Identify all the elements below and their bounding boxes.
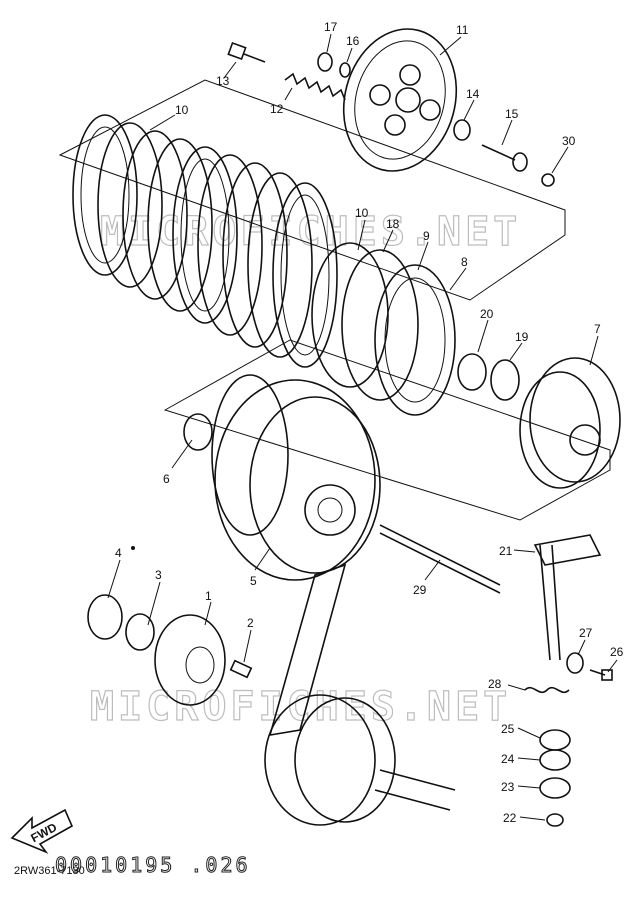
return-spring bbox=[524, 686, 570, 694]
pressure-plate bbox=[342, 28, 458, 172]
callout-3: 3 bbox=[155, 568, 162, 582]
oil-seal-25 bbox=[539, 729, 571, 751]
assembly-frame-upper bbox=[58, 79, 566, 301]
callout-7: 7 bbox=[594, 322, 601, 336]
callout-22: 22 bbox=[503, 811, 517, 825]
callout-5: 5 bbox=[250, 574, 257, 588]
callout-30: 30 bbox=[562, 134, 576, 148]
crankshaft bbox=[264, 563, 456, 826]
callout-19: 19 bbox=[515, 330, 529, 344]
washer bbox=[339, 62, 351, 78]
friction-plate-8 bbox=[374, 264, 456, 416]
push-rod bbox=[379, 524, 501, 594]
callout-8: 8 bbox=[461, 255, 468, 269]
callout-20: 20 bbox=[480, 307, 494, 321]
callout-17: 17 bbox=[324, 20, 338, 34]
lock-washer-19 bbox=[490, 359, 520, 401]
oil-seal-4 bbox=[87, 594, 123, 640]
clutch-spring bbox=[284, 72, 346, 101]
callout-4: 4 bbox=[115, 546, 122, 560]
callout-14: 14 bbox=[466, 87, 480, 101]
nut bbox=[317, 52, 333, 72]
callout-labels: 1 2 3 4 5 6 7 8 9 10 10 11 12 13 14 15 1 bbox=[107, 20, 624, 825]
drawing-code: 2RW361-7130 bbox=[14, 865, 85, 877]
callout-29: 29 bbox=[413, 583, 427, 597]
callout-28: 28 bbox=[488, 677, 502, 691]
callout-10-upper: 10 bbox=[175, 103, 189, 117]
push-rod-adjuster bbox=[481, 144, 528, 172]
callout-23: 23 bbox=[501, 780, 515, 794]
callout-10-lower: 10 bbox=[355, 206, 369, 220]
thrust-washer bbox=[183, 413, 213, 451]
bearing-23 bbox=[539, 777, 571, 799]
washer-27 bbox=[566, 652, 584, 674]
plate-number: 00010195 .026 bbox=[55, 853, 251, 877]
fwd-arrow-icon: FWD bbox=[10, 808, 74, 854]
callout-13: 13 bbox=[216, 74, 230, 88]
watermark-top: MICROFICHES.NET bbox=[100, 209, 521, 255]
callout-12: 12 bbox=[270, 102, 284, 116]
callout-15: 15 bbox=[505, 107, 519, 121]
lock-washer-3 bbox=[125, 613, 155, 651]
callout-24: 24 bbox=[501, 752, 515, 766]
primary-drive-gear bbox=[154, 614, 226, 706]
callout-21: 21 bbox=[499, 544, 513, 558]
callout-11: 11 bbox=[456, 23, 469, 37]
mark-dot bbox=[131, 546, 135, 550]
callout-9: 9 bbox=[423, 229, 430, 243]
callout-1: 1 bbox=[205, 589, 212, 603]
collar-22 bbox=[546, 813, 564, 827]
push-lever-shaft bbox=[533, 534, 602, 661]
bushing-24 bbox=[539, 749, 571, 771]
watermark-bottom: MICROFICHES.NET bbox=[90, 684, 511, 730]
bolt bbox=[227, 41, 266, 63]
callout-2: 2 bbox=[247, 616, 254, 630]
nut-20 bbox=[457, 353, 487, 391]
friction-plate-stack bbox=[72, 114, 338, 368]
callout-18: 18 bbox=[386, 217, 400, 231]
friction-plate-9 bbox=[341, 249, 419, 401]
callout-25: 25 bbox=[501, 722, 515, 736]
callout-27: 27 bbox=[579, 626, 593, 640]
ball bbox=[541, 173, 555, 187]
clutch-boss bbox=[519, 357, 621, 489]
callout-16: 16 bbox=[346, 34, 360, 48]
callout-26: 26 bbox=[610, 645, 624, 659]
key bbox=[229, 659, 253, 679]
callout-6: 6 bbox=[163, 472, 170, 486]
bolt-26 bbox=[589, 669, 613, 681]
clutch-housing bbox=[211, 374, 381, 581]
locknut bbox=[453, 119, 471, 141]
